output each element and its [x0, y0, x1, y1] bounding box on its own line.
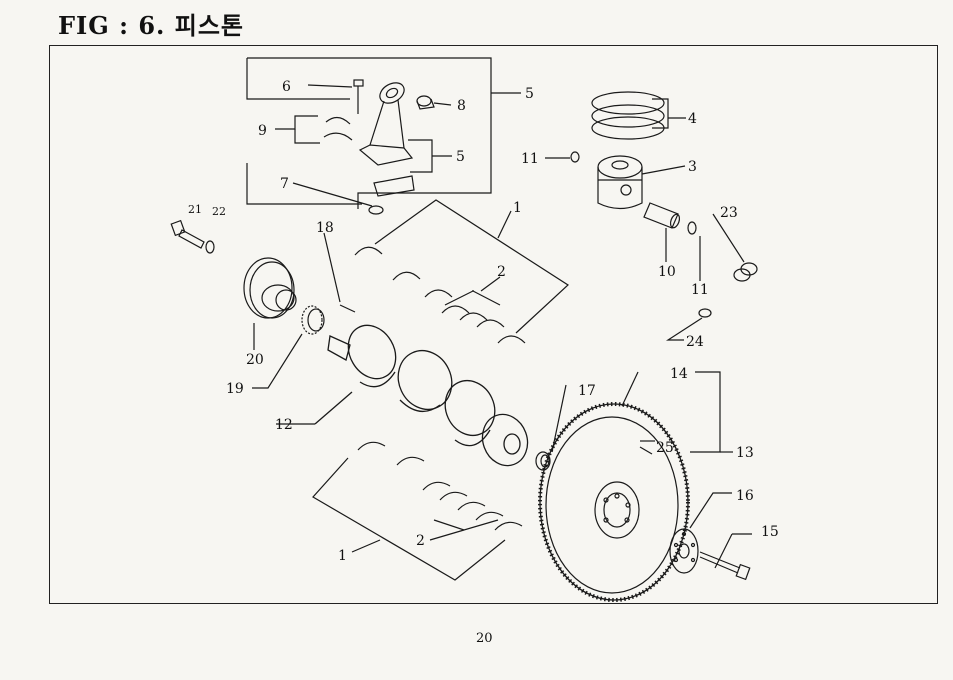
callout-12: 12	[275, 417, 293, 433]
callout-13: 13	[736, 445, 754, 461]
callout-17: 17	[578, 383, 596, 399]
callout-10: 10	[658, 264, 676, 280]
piston	[597, 155, 686, 210]
crank-pulley	[243, 257, 297, 350]
callout-9: 9	[258, 123, 267, 139]
pulley-washer	[205, 240, 215, 254]
crank-gear	[252, 305, 325, 389]
conrod-group-bracket	[246, 57, 521, 209]
callout-3: 3	[688, 159, 697, 175]
callout-7: 7	[280, 176, 289, 192]
crank-key	[323, 232, 356, 313]
pulley-bolt	[170, 219, 205, 249]
oil-seal	[535, 384, 567, 471]
callout-4: 4	[688, 111, 697, 127]
crankshaft	[276, 324, 529, 467]
reinforcement-plate	[669, 492, 732, 574]
callout-23: 23	[720, 205, 738, 221]
conrod-bearing-halves	[275, 115, 353, 144]
connecting-rod	[358, 82, 415, 197]
callout-25: 25	[656, 440, 674, 456]
snap-ring-left	[545, 151, 580, 163]
piston-rings	[591, 91, 686, 140]
small-end-bushing	[416, 95, 452, 110]
conrod-bolt	[307, 79, 364, 114]
callout-20: 20	[246, 352, 264, 368]
main-bearings-upper	[354, 199, 569, 344]
snap-ring-right	[687, 221, 701, 281]
main-bearings-lower	[312, 441, 523, 581]
callout-2-bottom: 2	[416, 533, 425, 549]
flywheel	[538, 371, 733, 602]
flywheel-pin	[639, 440, 655, 455]
callout-1-bottom: 1	[338, 548, 347, 564]
callout-6: 6	[282, 79, 291, 95]
figure-title: FIG : 6. 피스톤	[58, 11, 244, 40]
callout-11-right: 11	[691, 282, 709, 298]
callout-22: 22	[212, 205, 226, 218]
callout-2-top: 2	[497, 264, 506, 280]
callout-5-inner: 5	[456, 149, 465, 165]
bushing-23	[712, 213, 758, 282]
callout-5-outer: 5	[525, 86, 534, 102]
callout-21: 21	[188, 203, 202, 216]
callout-14: 14	[670, 366, 688, 382]
callout-19: 19	[226, 381, 244, 397]
flywheel-bolt	[699, 533, 752, 581]
callout-1-top: 1	[513, 200, 522, 216]
piston-pin	[643, 202, 681, 262]
callout-16: 16	[736, 488, 754, 504]
callout-labels: 1 1 2 2 3 4 5 5 6 7 8 9 10 11 11 12 13 1…	[188, 79, 779, 564]
callout-11-left: 11	[521, 151, 539, 167]
dowel-pin-24	[665, 308, 712, 341]
callout-18: 18	[316, 220, 334, 236]
conrod-nut	[292, 182, 384, 215]
page-number: 20	[476, 631, 493, 646]
callout-15: 15	[761, 524, 779, 540]
callout-24: 24	[686, 334, 704, 350]
diagram-frame	[49, 45, 938, 604]
callout-8: 8	[457, 98, 466, 114]
